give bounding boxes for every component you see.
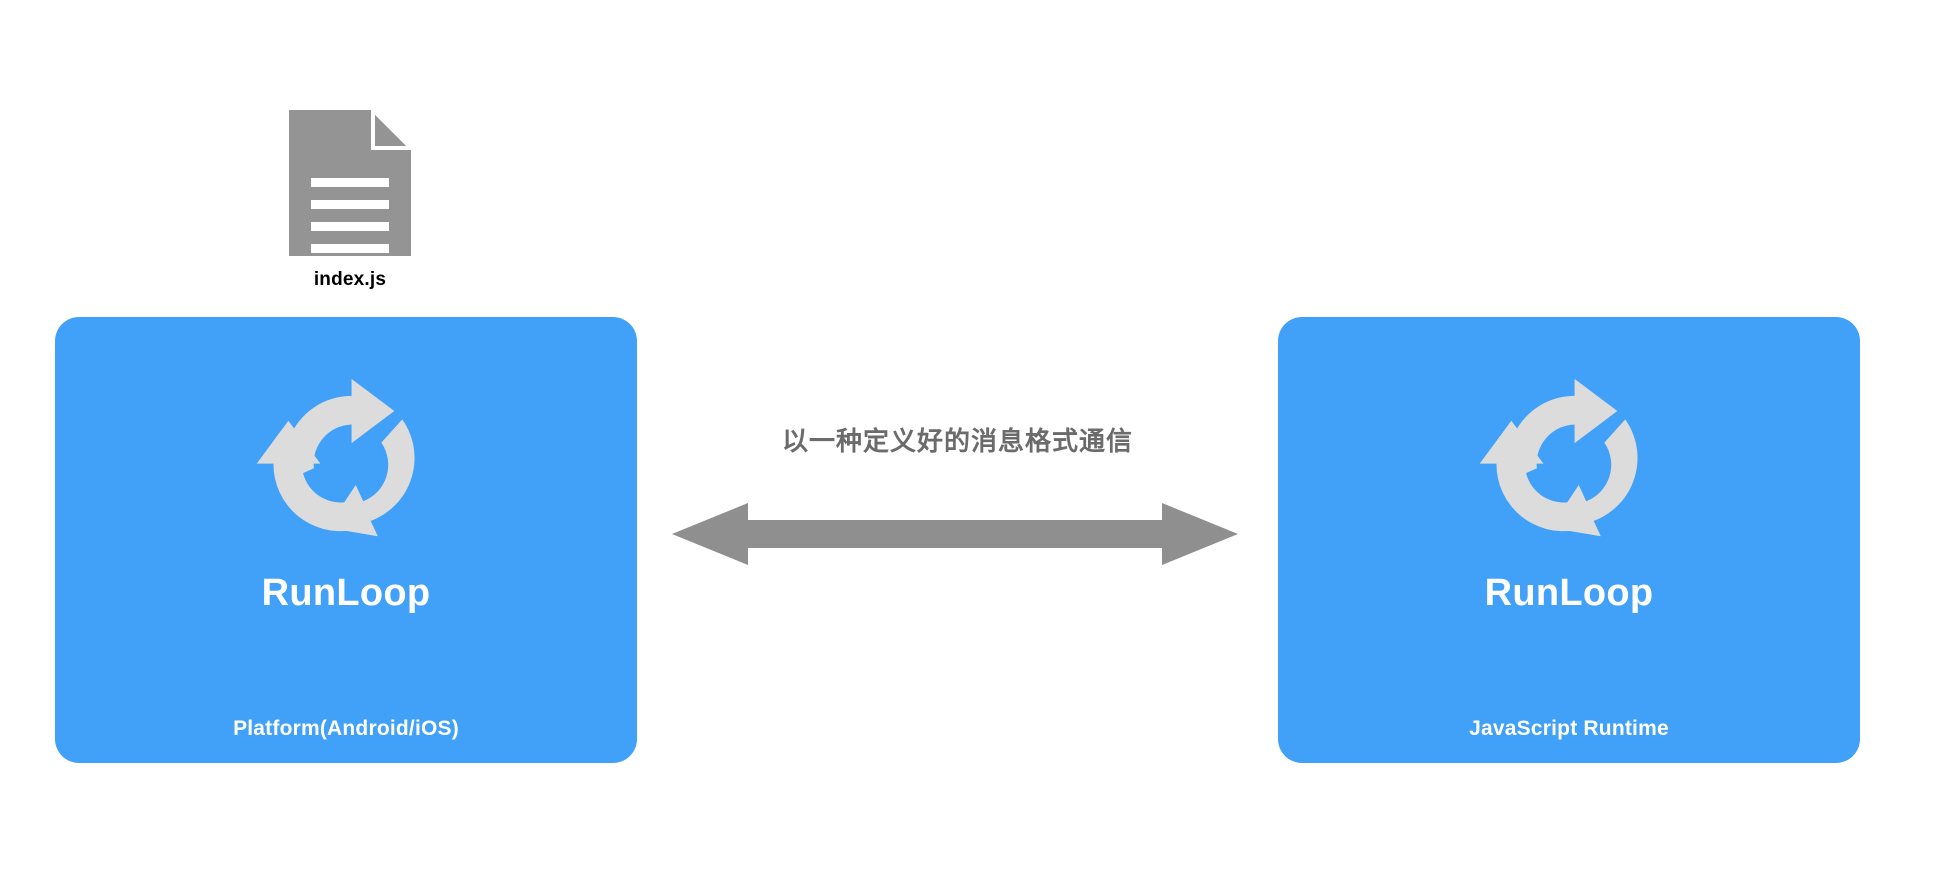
card-title: RunLoop: [261, 572, 431, 614]
document-icon: [289, 110, 411, 256]
file-node: index.js: [240, 110, 460, 305]
runloop-recycle-icon: [256, 378, 415, 537]
card-footer-label: JavaScript Runtime: [1469, 716, 1669, 740]
card-jsruntime[interactable]: RunLoop JavaScript Runtime: [1278, 317, 1860, 763]
double-headed-arrow-icon: [672, 503, 1238, 565]
card-footer-label: Platform(Android/iOS): [233, 716, 459, 740]
card-title: RunLoop: [1484, 572, 1654, 614]
runloop-recycle-icon: [1479, 378, 1638, 537]
connector: 以一种定义好的消息格式通信: [660, 425, 1255, 585]
file-label: index.js: [313, 269, 387, 290]
card-icon-wrap: [55, 365, 637, 551]
connector-label: 以一种定义好的消息格式通信: [781, 426, 1133, 456]
card-icon-wrap: [1278, 365, 1860, 551]
card-platform[interactable]: RunLoop Platform(Android/iOS): [55, 317, 637, 763]
